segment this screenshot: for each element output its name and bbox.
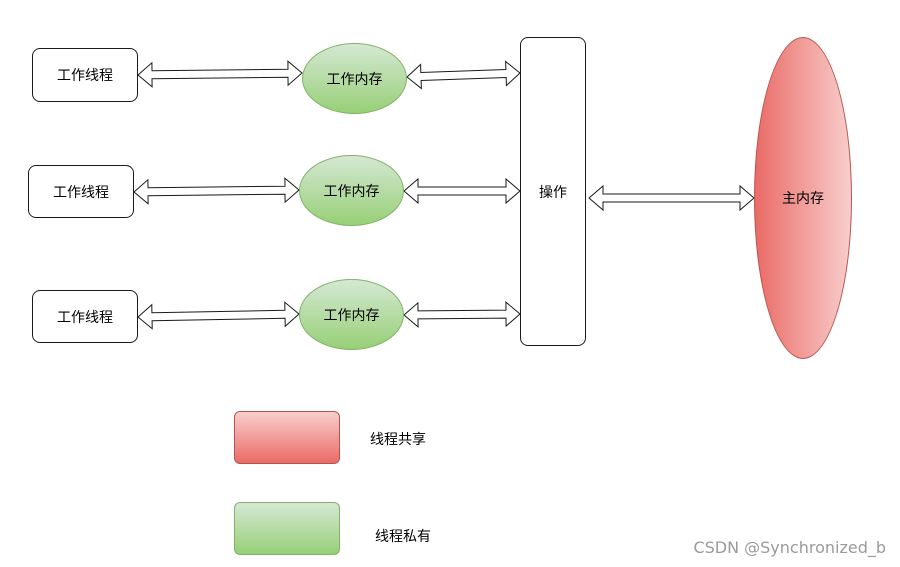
work-memory-1: 工作内存 <box>302 43 407 114</box>
work-memory-3-label: 工作内存 <box>323 307 380 324</box>
arrow-memory-2-operation <box>403 177 521 205</box>
legend-private-label: 线程私有 <box>375 529 431 545</box>
arrow-memory-1-operation <box>406 60 521 90</box>
operation-box: 操作 <box>520 37 586 346</box>
work-thread-1: 工作线程 <box>32 48 138 102</box>
work-thread-3: 工作线程 <box>32 290 138 343</box>
main-memory: 主内存 <box>754 37 852 359</box>
work-thread-3-label: 工作线程 <box>57 309 113 326</box>
main-memory-label: 主内存 <box>782 191 824 207</box>
arrow-memory-3-operation <box>403 301 521 328</box>
legend-shared-label: 线程共享 <box>370 432 426 448</box>
arrow-thread-3-memory-3 <box>137 301 300 330</box>
work-thread-1-label: 工作线程 <box>57 68 113 84</box>
operation-label: 操作 <box>539 184 567 201</box>
legend-private-swatch <box>234 502 340 555</box>
work-memory-2-label: 工作内存 <box>323 183 380 200</box>
watermark-text: CSDN @Synchronized_b <box>693 538 886 557</box>
work-memory-1-label: 工作内存 <box>326 71 383 88</box>
work-memory-2: 工作内存 <box>299 155 404 226</box>
legend-shared-swatch <box>234 411 340 464</box>
arrow-operation-main-memory <box>588 184 755 212</box>
work-memory-3: 工作内存 <box>299 279 404 350</box>
arrow-thread-1-memory-1 <box>137 60 303 88</box>
arrow-thread-2-memory-2 <box>133 177 300 205</box>
work-thread-2: 工作线程 <box>28 165 134 218</box>
work-thread-2-label: 工作线程 <box>53 184 109 201</box>
